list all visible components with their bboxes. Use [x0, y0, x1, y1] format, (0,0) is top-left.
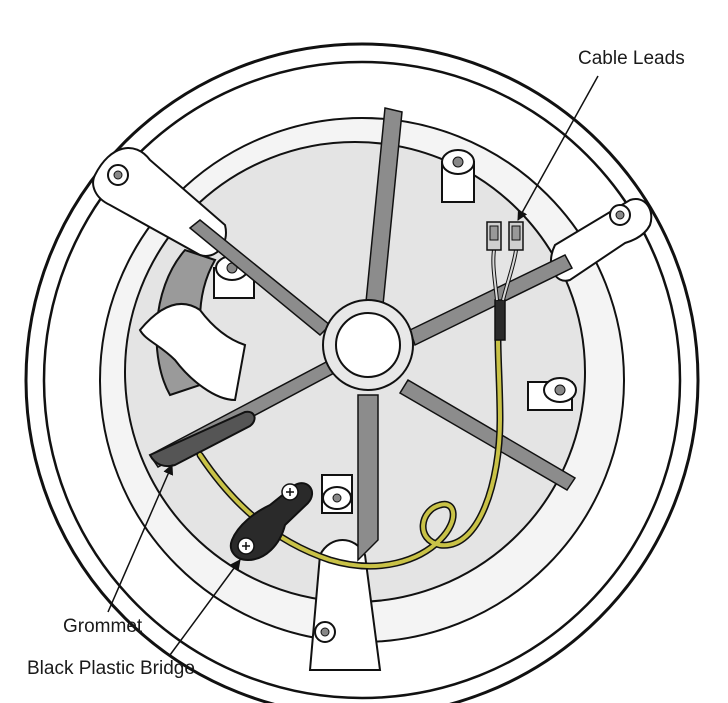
cable-sleeve — [494, 299, 506, 341]
cable-leads-label: Cable Leads — [578, 48, 685, 69]
leader-line-grommet — [107, 464, 174, 613]
grommet — [148, 410, 256, 468]
lead-wire-a-fill — [492, 249, 498, 301]
spoke-lower-right — [398, 378, 577, 492]
screw-icon — [107, 164, 129, 186]
standoff-post — [527, 377, 577, 411]
screw-icon — [314, 621, 336, 643]
leader-line-bridge — [169, 559, 241, 656]
bridge-label: Black Plastic Bridge — [27, 658, 195, 679]
standoff-post — [321, 474, 353, 514]
leader-line-cable-leads — [517, 75, 599, 221]
center-hub-inner — [335, 312, 401, 378]
connector-icon — [486, 221, 502, 251]
screw-icon — [609, 204, 631, 226]
standoff-post — [441, 149, 475, 203]
cable-wire-fill — [198, 338, 503, 569]
spoke-bottom — [357, 394, 379, 562]
grommet-label: Grommet — [63, 616, 143, 637]
black-plastic-bridge — [229, 482, 314, 562]
connector-icon — [508, 221, 524, 251]
lead-wire-b-fill — [502, 249, 517, 301]
left-bracket — [138, 303, 247, 402]
